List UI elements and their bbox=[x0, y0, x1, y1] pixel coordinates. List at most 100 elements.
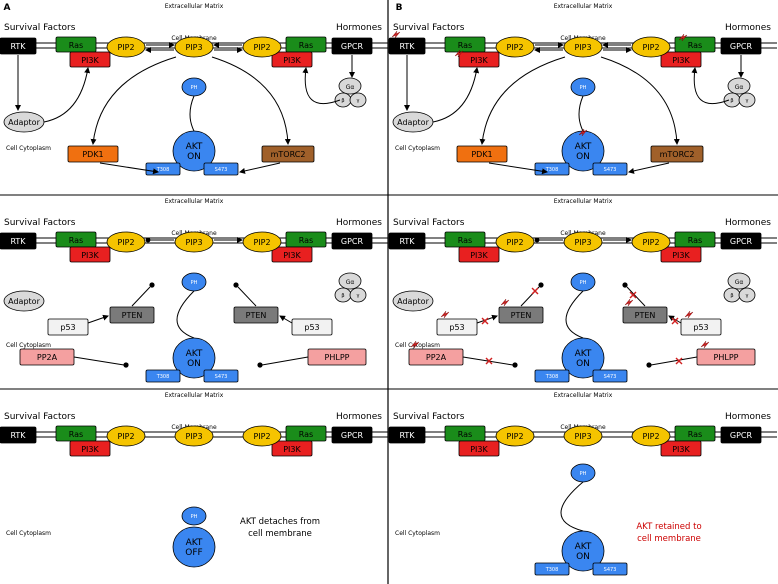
p53-right bbox=[291, 318, 333, 336]
pip3-to-mtorc2-arrow bbox=[211, 56, 291, 145]
pip3-label: PIP3 bbox=[574, 43, 591, 52]
gpcr-label: GPCR bbox=[730, 42, 753, 51]
pip2-right-label: PIP2 bbox=[642, 432, 659, 441]
akt-retained-note: AKT retained to bbox=[636, 522, 701, 532]
akt bbox=[561, 530, 605, 572]
inhibit-dot bbox=[622, 282, 628, 288]
akt-retained-note: cell membrane bbox=[637, 534, 701, 544]
ph-label: PH bbox=[191, 280, 198, 286]
ph-akt-link bbox=[578, 95, 584, 132]
pdk1 bbox=[456, 145, 508, 163]
g-beta-label: β bbox=[730, 98, 733, 104]
pip2-right-label: PIP2 bbox=[253, 43, 270, 52]
pi3k-left bbox=[458, 51, 500, 68]
g-gamma bbox=[349, 92, 367, 108]
pip2-right bbox=[242, 36, 282, 58]
ras-right-label: Ras bbox=[299, 430, 313, 439]
rtk-label: RTK bbox=[10, 237, 26, 246]
ras-left-label: Ras bbox=[458, 430, 472, 439]
blocked-cross-icon bbox=[629, 291, 637, 299]
mutation-bolt-icon bbox=[440, 310, 450, 319]
pten-inhibit-line bbox=[626, 286, 646, 307]
extracellular-matrix-label: Extracellular Matrix bbox=[554, 3, 613, 10]
pi3k-right bbox=[271, 246, 313, 263]
p53-right bbox=[680, 318, 722, 336]
gpcr-receptor bbox=[720, 426, 762, 444]
blocked-cross-icon bbox=[485, 357, 493, 365]
t308-site bbox=[534, 369, 570, 383]
adaptor-label: Adaptor bbox=[8, 297, 40, 306]
pip2-right bbox=[631, 425, 671, 447]
ph-label: PH bbox=[580, 471, 587, 477]
cross-stroke bbox=[485, 357, 493, 365]
pi3k-left-label: PI3K bbox=[81, 445, 99, 454]
g-gamma bbox=[738, 92, 756, 108]
inhibit-dot bbox=[512, 362, 518, 368]
pip2-left-label: PIP2 bbox=[506, 43, 523, 52]
gpcr-label: GPCR bbox=[341, 42, 364, 51]
cross-stroke bbox=[671, 317, 679, 325]
akt-state-label: ON bbox=[187, 359, 201, 369]
akt bbox=[172, 130, 216, 172]
pdk1-label: PDK1 bbox=[471, 150, 492, 159]
ph-label: PH bbox=[191, 514, 198, 520]
extracellular-matrix-label: Extracellular Matrix bbox=[165, 198, 224, 205]
hormones-label: Hormones bbox=[725, 218, 771, 228]
g-alpha bbox=[338, 77, 362, 95]
akt bbox=[172, 337, 216, 379]
ras-left-label: Ras bbox=[69, 430, 83, 439]
extracellular-matrix-label: Extracellular Matrix bbox=[554, 198, 613, 205]
g-to-pi3k-arrow bbox=[302, 67, 341, 105]
ras-right-label: Ras bbox=[688, 236, 702, 245]
pdk1-to-t308-arrow bbox=[488, 162, 548, 175]
pi3k-left bbox=[458, 440, 500, 457]
s473-site bbox=[592, 369, 628, 383]
akt-label: AKT bbox=[186, 349, 203, 359]
mutation-bolt-icon bbox=[578, 128, 588, 137]
pip2-left bbox=[106, 425, 146, 447]
g-gamma bbox=[738, 287, 756, 303]
rtk-receptor bbox=[388, 232, 426, 250]
pip2-right bbox=[631, 231, 671, 253]
survival-factors-label: Survival Factors bbox=[4, 23, 76, 33]
mtorc2 bbox=[650, 145, 704, 163]
pi3k-left bbox=[69, 440, 111, 457]
rtk-label: RTK bbox=[399, 431, 415, 440]
g-alpha bbox=[727, 77, 751, 95]
akt-state-label: ON bbox=[576, 359, 590, 369]
s473-site bbox=[203, 369, 239, 383]
p53-to-pten-arrow bbox=[668, 315, 682, 324]
p53-left-label: p53 bbox=[449, 323, 464, 332]
pip3-to-mtorc2-arrow bbox=[600, 56, 680, 145]
pi3k-right bbox=[660, 440, 702, 457]
survival-factors-label: Survival Factors bbox=[4, 218, 76, 228]
t308-label: T308 bbox=[156, 167, 170, 173]
hormones-label: Hormones bbox=[725, 412, 771, 422]
gpcr-receptor bbox=[720, 37, 762, 55]
ph-akt-link bbox=[189, 95, 195, 132]
ph-label: PH bbox=[580, 85, 587, 91]
t308-site bbox=[145, 369, 181, 383]
cell-cytoplasm-label: Cell Cytoplasm bbox=[395, 342, 440, 349]
mutation-bolt-icon bbox=[410, 340, 420, 349]
p53-left-label: p53 bbox=[60, 323, 75, 332]
rtk-label: RTK bbox=[10, 42, 26, 51]
pten-right-label: PTEN bbox=[635, 311, 656, 320]
survival-factors-label: Survival Factors bbox=[4, 412, 76, 422]
s473-label: S473 bbox=[604, 167, 617, 173]
pi3k-left-label: PI3K bbox=[470, 445, 488, 454]
pip2-left-label: PIP2 bbox=[506, 238, 523, 247]
ph-akt-link bbox=[176, 290, 195, 339]
pip3-label: PIP3 bbox=[574, 238, 591, 247]
rtk-receptor bbox=[0, 37, 37, 55]
phlpp-label: PHLPP bbox=[325, 353, 350, 362]
pip2-right bbox=[242, 425, 282, 447]
pp2a-label: PP2A bbox=[37, 353, 58, 362]
t308-site bbox=[534, 562, 570, 576]
g-alpha-label: Gα bbox=[346, 279, 355, 286]
akt-label: AKT bbox=[575, 542, 592, 552]
pi3k-right bbox=[271, 440, 313, 457]
